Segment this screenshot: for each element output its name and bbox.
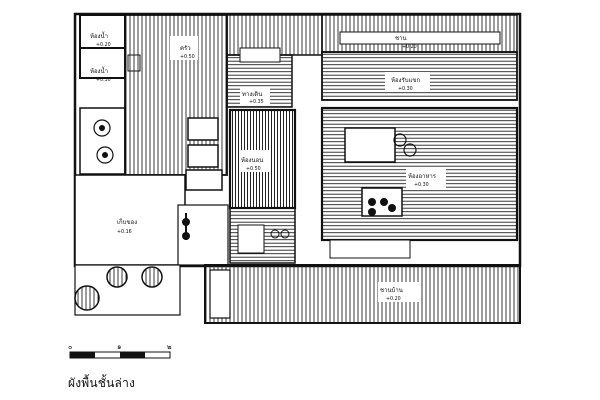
passage-label: ทางเดิน [242,91,262,98]
porch-level: +0.20 [386,296,401,302]
bedroom-level: +0.50 [246,166,261,172]
plan-caption: ผังพื้นชั้นล่าง [68,376,136,390]
porch-area: ชานบ้าน +0.20 [204,264,521,324]
top-strip-label: ชาน +0.20 [395,35,417,50]
passage-room: ทางเดิน +0.35 [226,14,323,108]
porch-label: ชานบ้าน [380,287,403,294]
bedroom-label: ห้องนอน [241,157,263,164]
terrace-label: ชาน [395,35,407,42]
dining-level: +0.30 [414,182,429,188]
scale-mark-2: ๒ [167,343,172,351]
storage-room: เก็บของ +0.16 [74,174,229,266]
bedroom-room: ห้องนอน +0.50 [228,108,297,210]
wc-fixtures [79,107,126,175]
outdoor-jars [74,264,181,316]
scale-bar: ๐ ๑ ๒ [68,343,172,359]
storage-level: +0.16 [117,229,132,235]
terrace-room [229,207,296,264]
bath-room-label: ห้องน้ำ [90,30,108,40]
scale-mark-1: ๑ [117,343,121,351]
passage-level: +0.35 [249,99,264,105]
toilet-room-label: ห้องน้ำ [90,65,108,75]
dining-label: ห้องอาหาร [408,173,437,180]
living-room-level: +0.30 [398,86,413,92]
kitchen-room: ครัว +0.50 [124,14,228,191]
storage-label: เก็บของ [117,217,137,226]
kitchen-level: +0.50 [180,54,195,60]
living-room: ห้องรับแขก +0.30 [321,14,518,101]
terrace-level: +0.20 [402,44,417,50]
bath-room: ห้องน้ำ +0.20 [79,14,126,49]
living-room-label: ห้องรับแขก [391,77,420,84]
kitchen-label: ครัว [180,45,191,52]
bath-room-level: +0.20 [96,42,111,48]
scale-mark-0: ๐ [68,343,72,351]
toilet-room-level: +0.30 [96,77,111,83]
dining-room: ห้องอาหาร +0.30 [320,106,519,259]
